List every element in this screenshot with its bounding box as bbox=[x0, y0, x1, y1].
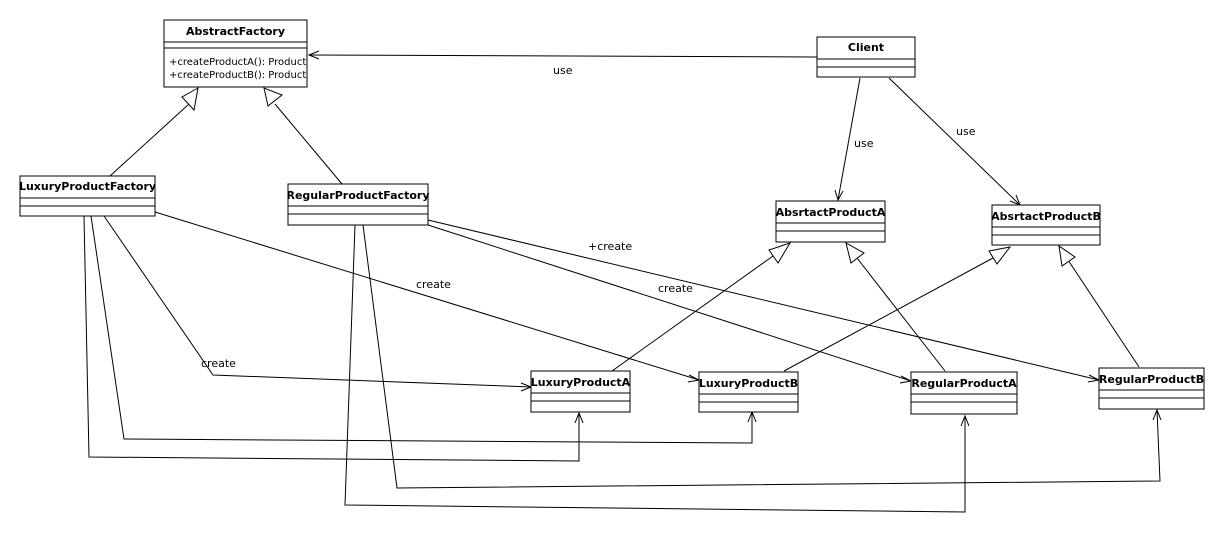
edge-luxury-a-extends-product-a bbox=[611, 255, 774, 372]
generalization-triangle-icon bbox=[845, 242, 865, 264]
arrowhead-open-icon bbox=[1152, 408, 1162, 421]
edge-label-use: use bbox=[553, 64, 573, 77]
generalization-triangle-icon bbox=[768, 242, 792, 264]
edge-label-use: use bbox=[854, 137, 874, 150]
edge-client-uses-abstract-factory bbox=[308, 54, 818, 58]
edge-regular-a-extends-product-a bbox=[856, 257, 946, 372]
edge-luxury-factory-route-to-luxury-b bbox=[90, 215, 753, 444]
class-name: LuxuryProductB bbox=[699, 377, 798, 390]
edges bbox=[83, 50, 1162, 513]
generalization-triangle-icon bbox=[181, 87, 199, 112]
class-regular-product-a[interactable]: RegularProductA bbox=[910, 371, 1018, 415]
edge-regular-factory-route-to-regular-b bbox=[362, 224, 1161, 489]
edge-regular-factory-extends-abstract-factory bbox=[274, 103, 343, 185]
class-regular-product-b[interactable]: RegularProductB bbox=[1098, 367, 1205, 410]
class-name: LuxuryProductA bbox=[531, 376, 631, 389]
edge-regular-factory-route-to-regular-a bbox=[344, 224, 966, 513]
edge-regular-b-extends-product-b bbox=[1067, 259, 1140, 368]
edge-label-use: use bbox=[956, 125, 976, 138]
edge-label-create: create bbox=[201, 357, 236, 370]
class-name: RegularProductB bbox=[1099, 373, 1204, 386]
edge-client-uses-product-b bbox=[888, 77, 1021, 206]
class-name: RegularProductFactory bbox=[286, 189, 429, 202]
generalization-triangle-icon bbox=[1058, 244, 1076, 267]
class-regular-product-factory[interactable]: RegularProductFactory bbox=[286, 183, 430, 226]
edge-client-uses-product-a bbox=[837, 77, 861, 201]
class-name: AbstractFactory bbox=[186, 25, 285, 38]
generalization-triangle-icon bbox=[988, 246, 1012, 265]
class-name: AbsrtactProductB bbox=[991, 210, 1101, 223]
edge-labels: use use use create create create +create bbox=[201, 64, 976, 370]
edge-label-create: create bbox=[416, 278, 451, 291]
class-luxury-product-factory[interactable]: LuxuryProductFactory bbox=[19, 175, 156, 217]
edge-luxury-factory-creates-luxury-b bbox=[154, 211, 700, 381]
edge-luxury-factory-creates-luxury-a bbox=[103, 215, 532, 388]
class-name: Client bbox=[848, 41, 884, 54]
edge-luxury-b-extends-product-b bbox=[783, 257, 994, 372]
edge-regular-factory-creates-regular-b bbox=[427, 219, 1100, 381]
method-create-product-a: +createProductA(): Product bbox=[169, 57, 306, 68]
arrowhead-open-icon bbox=[574, 411, 584, 424]
class-name: AbsrtactProductA bbox=[776, 206, 886, 219]
method-create-product-b: +createProductB(): Product bbox=[169, 70, 306, 81]
arrowhead-open-icon bbox=[834, 189, 844, 202]
class-abstract-product-b[interactable]: AbsrtactProductB bbox=[991, 204, 1101, 246]
class-luxury-product-a[interactable]: LuxuryProductA bbox=[530, 370, 631, 413]
edge-label-create: create bbox=[658, 282, 693, 295]
edge-luxury-factory-route-to-luxury-a bbox=[83, 215, 580, 462]
class-abstract-factory[interactable]: AbstractFactory +createProductA(): Produ… bbox=[163, 19, 308, 88]
arrowhead-open-icon bbox=[960, 414, 970, 427]
edge-luxury-factory-extends-abstract-factory bbox=[109, 103, 190, 177]
class-abstract-product-a[interactable]: AbsrtactProductA bbox=[775, 200, 886, 243]
edge-label-plus-create: +create bbox=[588, 240, 632, 253]
edge-regular-factory-creates-regular-a bbox=[427, 224, 912, 382]
generalization-triangle-icon bbox=[263, 87, 283, 107]
class-name: LuxuryProductFactory bbox=[19, 180, 156, 193]
arrowhead-open-icon bbox=[307, 50, 320, 60]
class-luxury-product-b[interactable]: LuxuryProductB bbox=[698, 371, 799, 413]
class-name: RegularProductA bbox=[911, 377, 1017, 390]
class-client[interactable]: Client bbox=[816, 36, 916, 78]
